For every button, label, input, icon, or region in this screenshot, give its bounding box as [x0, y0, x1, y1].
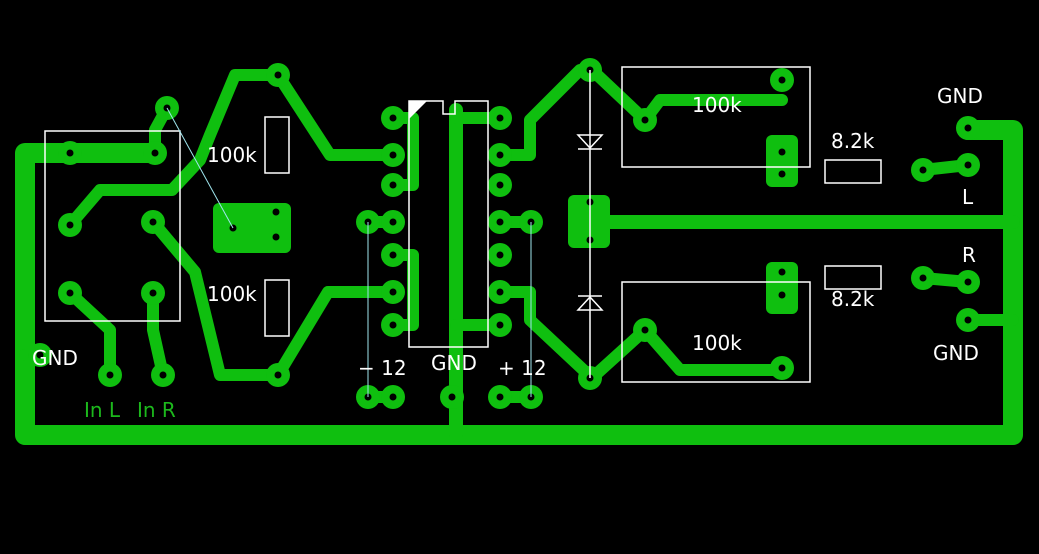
drill-hole — [66, 149, 74, 157]
drill-hole — [389, 251, 397, 259]
label-out-r: R — [962, 243, 976, 267]
drill-hole — [964, 316, 972, 324]
diode-icon — [576, 134, 604, 150]
pads — [28, 58, 980, 409]
diode-pad-block — [568, 195, 610, 248]
drill-hole — [389, 288, 397, 296]
res-pad-bottom — [766, 262, 798, 314]
drill-hole — [496, 321, 504, 329]
drill-hole — [389, 393, 397, 401]
drill-hole — [66, 289, 74, 297]
drill-hole — [496, 288, 504, 296]
label-gnd-left: GND — [32, 346, 78, 370]
drill-hole — [496, 393, 504, 401]
resistor-outline — [264, 116, 290, 174]
drill-hole — [448, 393, 456, 401]
drill-hole — [106, 371, 114, 379]
drill-hole — [389, 151, 397, 159]
ic-pin1-marker — [409, 101, 427, 119]
label-in-l: In L — [84, 398, 121, 422]
drill-hole — [272, 208, 280, 216]
resistor-8k2-top — [824, 159, 882, 184]
label-pot-left-bottom: 100k — [207, 282, 257, 306]
in-r-trace — [147, 287, 169, 381]
drill-hole — [389, 321, 397, 329]
label-gnd-right-top: GND — [937, 84, 983, 108]
drill-hole — [778, 268, 786, 276]
pot-outline-right-top — [621, 66, 811, 168]
ground-loop-trace — [15, 120, 1023, 445]
drill-hole — [641, 326, 649, 334]
drill-hole — [159, 371, 167, 379]
drill-hole — [274, 371, 282, 379]
drill-hole — [778, 76, 786, 84]
drill-hole — [778, 148, 786, 156]
drill-hole — [919, 166, 927, 174]
label-out-l: L — [962, 185, 974, 209]
drill-hole — [641, 116, 649, 124]
label-in-r: In R — [137, 398, 176, 422]
label-pot-right-bottom: 100k — [692, 331, 742, 355]
label-res-top: 8.2k — [831, 129, 875, 153]
drill-hole — [919, 274, 927, 282]
silkscreen — [44, 66, 882, 397]
in-l-trace — [64, 287, 116, 381]
drill-hole — [496, 151, 504, 159]
pot-outline-left — [44, 130, 181, 322]
drill-hole — [149, 218, 157, 226]
drill-hole — [272, 233, 280, 241]
drill-hole — [964, 278, 972, 286]
label-gnd-center: GND — [431, 351, 477, 375]
pot-outline-right-bottom — [621, 281, 811, 383]
drill-hole — [496, 114, 504, 122]
drill-hole — [66, 221, 74, 229]
res-pad-top — [766, 135, 798, 187]
resistor-8k2-bottom — [824, 265, 882, 290]
drill-hole — [778, 364, 786, 372]
label-res-bottom: 8.2k — [831, 287, 875, 311]
drill-hole — [389, 218, 397, 226]
ic-outline — [408, 100, 489, 348]
drill-hole — [964, 124, 972, 132]
label-plus-12: + 12 — [498, 356, 547, 380]
drill-hole — [36, 351, 44, 359]
label-minus-12: − 12 — [358, 356, 407, 380]
label-gnd-right-bottom: GND — [933, 341, 979, 365]
trace — [64, 69, 399, 231]
drill-hole — [274, 71, 282, 79]
drill-hole — [389, 181, 397, 189]
drill-hole — [149, 289, 157, 297]
label-pot-right-top: 100k — [692, 93, 742, 117]
ratsnest-line — [166, 107, 234, 229]
drill-hole — [496, 218, 504, 226]
drill-hole — [151, 149, 159, 157]
label-pot-left-top: 100k — [207, 143, 257, 167]
pot-pad-block — [213, 203, 291, 253]
drill-hole — [389, 114, 397, 122]
drill-hole — [778, 170, 786, 178]
resistor-outline — [264, 279, 290, 337]
drill-hole — [778, 291, 786, 299]
trace — [147, 216, 399, 381]
drill-hole — [964, 161, 972, 169]
diode-icon — [576, 295, 604, 311]
drill-hole — [496, 251, 504, 259]
drill-hole — [496, 181, 504, 189]
